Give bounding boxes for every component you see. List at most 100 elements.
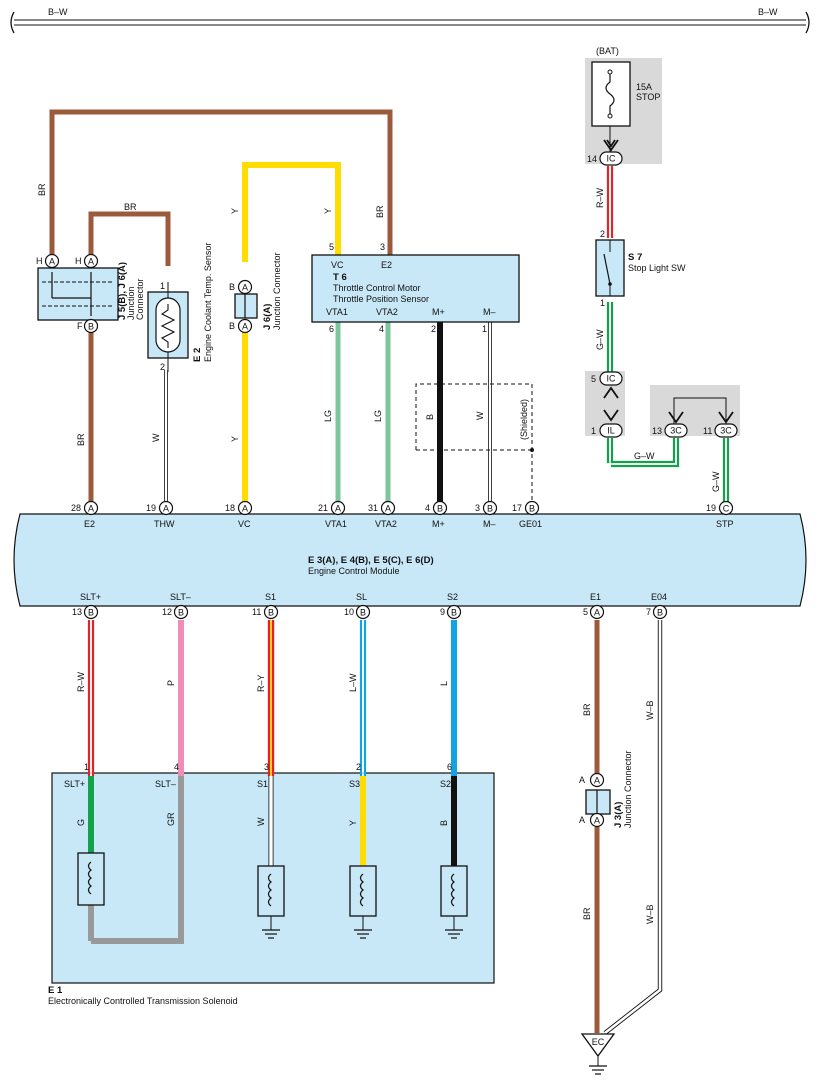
svg-text:B: B	[268, 608, 274, 618]
conn-j3-bottom: A	[589, 812, 605, 828]
jc1-id: J 5(B), J 6(A)	[117, 262, 128, 320]
term-ecm-e2: E2	[84, 519, 95, 529]
conn-ecm-s2: B	[446, 604, 462, 620]
conn-ecm-e2: A	[83, 500, 99, 516]
t6-term-vta2: VTA2	[376, 307, 398, 317]
pin-ecm-12: 12	[162, 607, 172, 617]
ecm-desc: Engine Control Module	[308, 566, 400, 576]
top-bus-left-cap	[10, 11, 15, 34]
lbl-j3-a-bottom: A	[579, 815, 585, 825]
pin-s7-2: 2	[600, 229, 605, 239]
ecm-box: E 3(A), E 4(B), E 5(C), E 6(D) Engine Co…	[13, 513, 807, 607]
coil-s2-box	[440, 865, 468, 917]
pin-il-1: 1	[591, 426, 596, 436]
conn-il-1: IL	[599, 423, 623, 438]
ground-ec: EC	[580, 1033, 616, 1075]
fuse-term-bottom	[607, 113, 613, 119]
j6-id: J 6(A)	[262, 304, 273, 330]
conn-ecm-s1: B	[263, 604, 279, 620]
arrow-3c-11	[718, 411, 734, 424]
fuse-element	[605, 74, 615, 114]
e2-id: E 2	[192, 348, 203, 362]
fuse-bat: (BAT)	[596, 46, 619, 56]
jc1-body	[37, 267, 119, 321]
j3-desc: Junction Connector	[623, 750, 633, 828]
svg-text:3C: 3C	[670, 426, 682, 436]
pin-ecm-21: 21	[318, 503, 328, 513]
svg-text:3C: 3C	[720, 426, 732, 436]
wire-labels: BR BR BR BR W Y Y Y LG LG B W R–W G–W G–…	[37, 183, 721, 924]
pin-t6-4: 4	[379, 324, 384, 334]
ecm-id: E 3(A), E 4(B), E 5(C), E 6(D)	[308, 555, 434, 566]
3c-bridge	[673, 397, 727, 424]
wl-rw-1: R–W	[595, 187, 605, 208]
svg-text:B: B	[529, 504, 535, 514]
top-bus: B–W B–W	[10, 7, 810, 34]
term-ecm-e04: E04	[651, 592, 667, 602]
t6-id: T 6	[333, 272, 347, 283]
wire-gw-3c-a	[606, 438, 676, 464]
coolant-temp-sensor: E 2 Engine Coolant Temp. Sensor	[147, 243, 213, 372]
arrow-3c-13	[668, 411, 684, 424]
lbl-h-left: H	[36, 256, 43, 266]
wl-gw-1: G–W	[595, 329, 605, 350]
wl-br-4: BR	[375, 205, 385, 218]
conn-j6-top: A	[237, 279, 253, 295]
conn-ic-14: IC	[599, 151, 623, 166]
wl-l: L	[439, 681, 449, 686]
conn-ecm-e04: B	[652, 604, 668, 620]
pin-ecm-11: 11	[252, 607, 261, 617]
term-ecm-thw: THW	[154, 519, 175, 529]
pin-ecm-31: 31	[368, 503, 378, 513]
top-bus-right-label: B–W	[758, 7, 778, 17]
svg-text:A: A	[385, 504, 391, 514]
wire-gw-3c-b	[610, 438, 680, 468]
wl-br-5: BR	[582, 703, 592, 716]
j3-id: J 3(A)	[613, 802, 624, 828]
term-sol-sltm: SLT–	[155, 779, 176, 789]
coil-s1-winding	[267, 873, 272, 907]
svg-text:A: A	[163, 504, 169, 514]
conn-ecm-sl: B	[355, 604, 371, 620]
term-ecm-mminus: M–	[483, 519, 496, 529]
e2-desc: Engine Coolant Temp. Sensor	[203, 243, 213, 362]
top-bus-left-label: B–W	[48, 7, 68, 17]
wl-w-3: W	[256, 817, 266, 826]
term-ecm-s2: S2	[447, 592, 458, 602]
conn-ecm-sltm: B	[173, 604, 189, 620]
wire-y-vc-top	[242, 162, 341, 262]
wl-rw-2: R–W	[76, 671, 86, 692]
jc1-desc-1: Junction	[126, 286, 136, 320]
term-ecm-e1: E1	[590, 592, 601, 602]
ground-label: EC	[592, 1037, 605, 1047]
term-ecm-stp: STP	[716, 519, 734, 529]
svg-text:B: B	[451, 608, 457, 618]
pin-s7-1: 1	[600, 298, 605, 308]
throttle-control-motor: T 6 Throttle Control Motor Throttle Posi…	[311, 254, 520, 323]
svg-text:A: A	[242, 283, 248, 293]
pin-ecm-4: 4	[425, 503, 430, 513]
pin-ecm-19a: 19	[146, 503, 156, 513]
conn-j6-bottom: A	[237, 318, 253, 334]
t6-term-vc: VC	[331, 260, 344, 270]
pin-ecm-13: 13	[72, 607, 82, 617]
lbl-j6-b-top: B	[229, 282, 235, 292]
svg-text:B: B	[88, 322, 94, 332]
fuse-15a-stop: (BAT) 15A STOP	[591, 46, 660, 127]
conn-ic-5: IC	[599, 371, 623, 386]
term-ecm-sl: SL	[356, 592, 367, 602]
j3-body	[585, 789, 611, 815]
coil-slt-box	[77, 852, 105, 906]
conn-j3-top: A	[589, 772, 605, 788]
wl-y-3: Y	[230, 436, 240, 442]
svg-text:A: A	[594, 816, 600, 826]
conn-3c-13: 3C	[664, 423, 688, 438]
wire-wb-e04-inner	[604, 620, 662, 1035]
top-bus-right-cap	[805, 11, 810, 34]
coil-s3-box	[349, 865, 377, 917]
pin-t6-3: 3	[380, 242, 385, 252]
term-ecm-mplus: M+	[432, 519, 445, 529]
term-sol-sltp: SLT+	[64, 779, 85, 789]
connector-terminals: A A B A A A A A A A B B B C B B B B B A …	[44, 139, 738, 828]
